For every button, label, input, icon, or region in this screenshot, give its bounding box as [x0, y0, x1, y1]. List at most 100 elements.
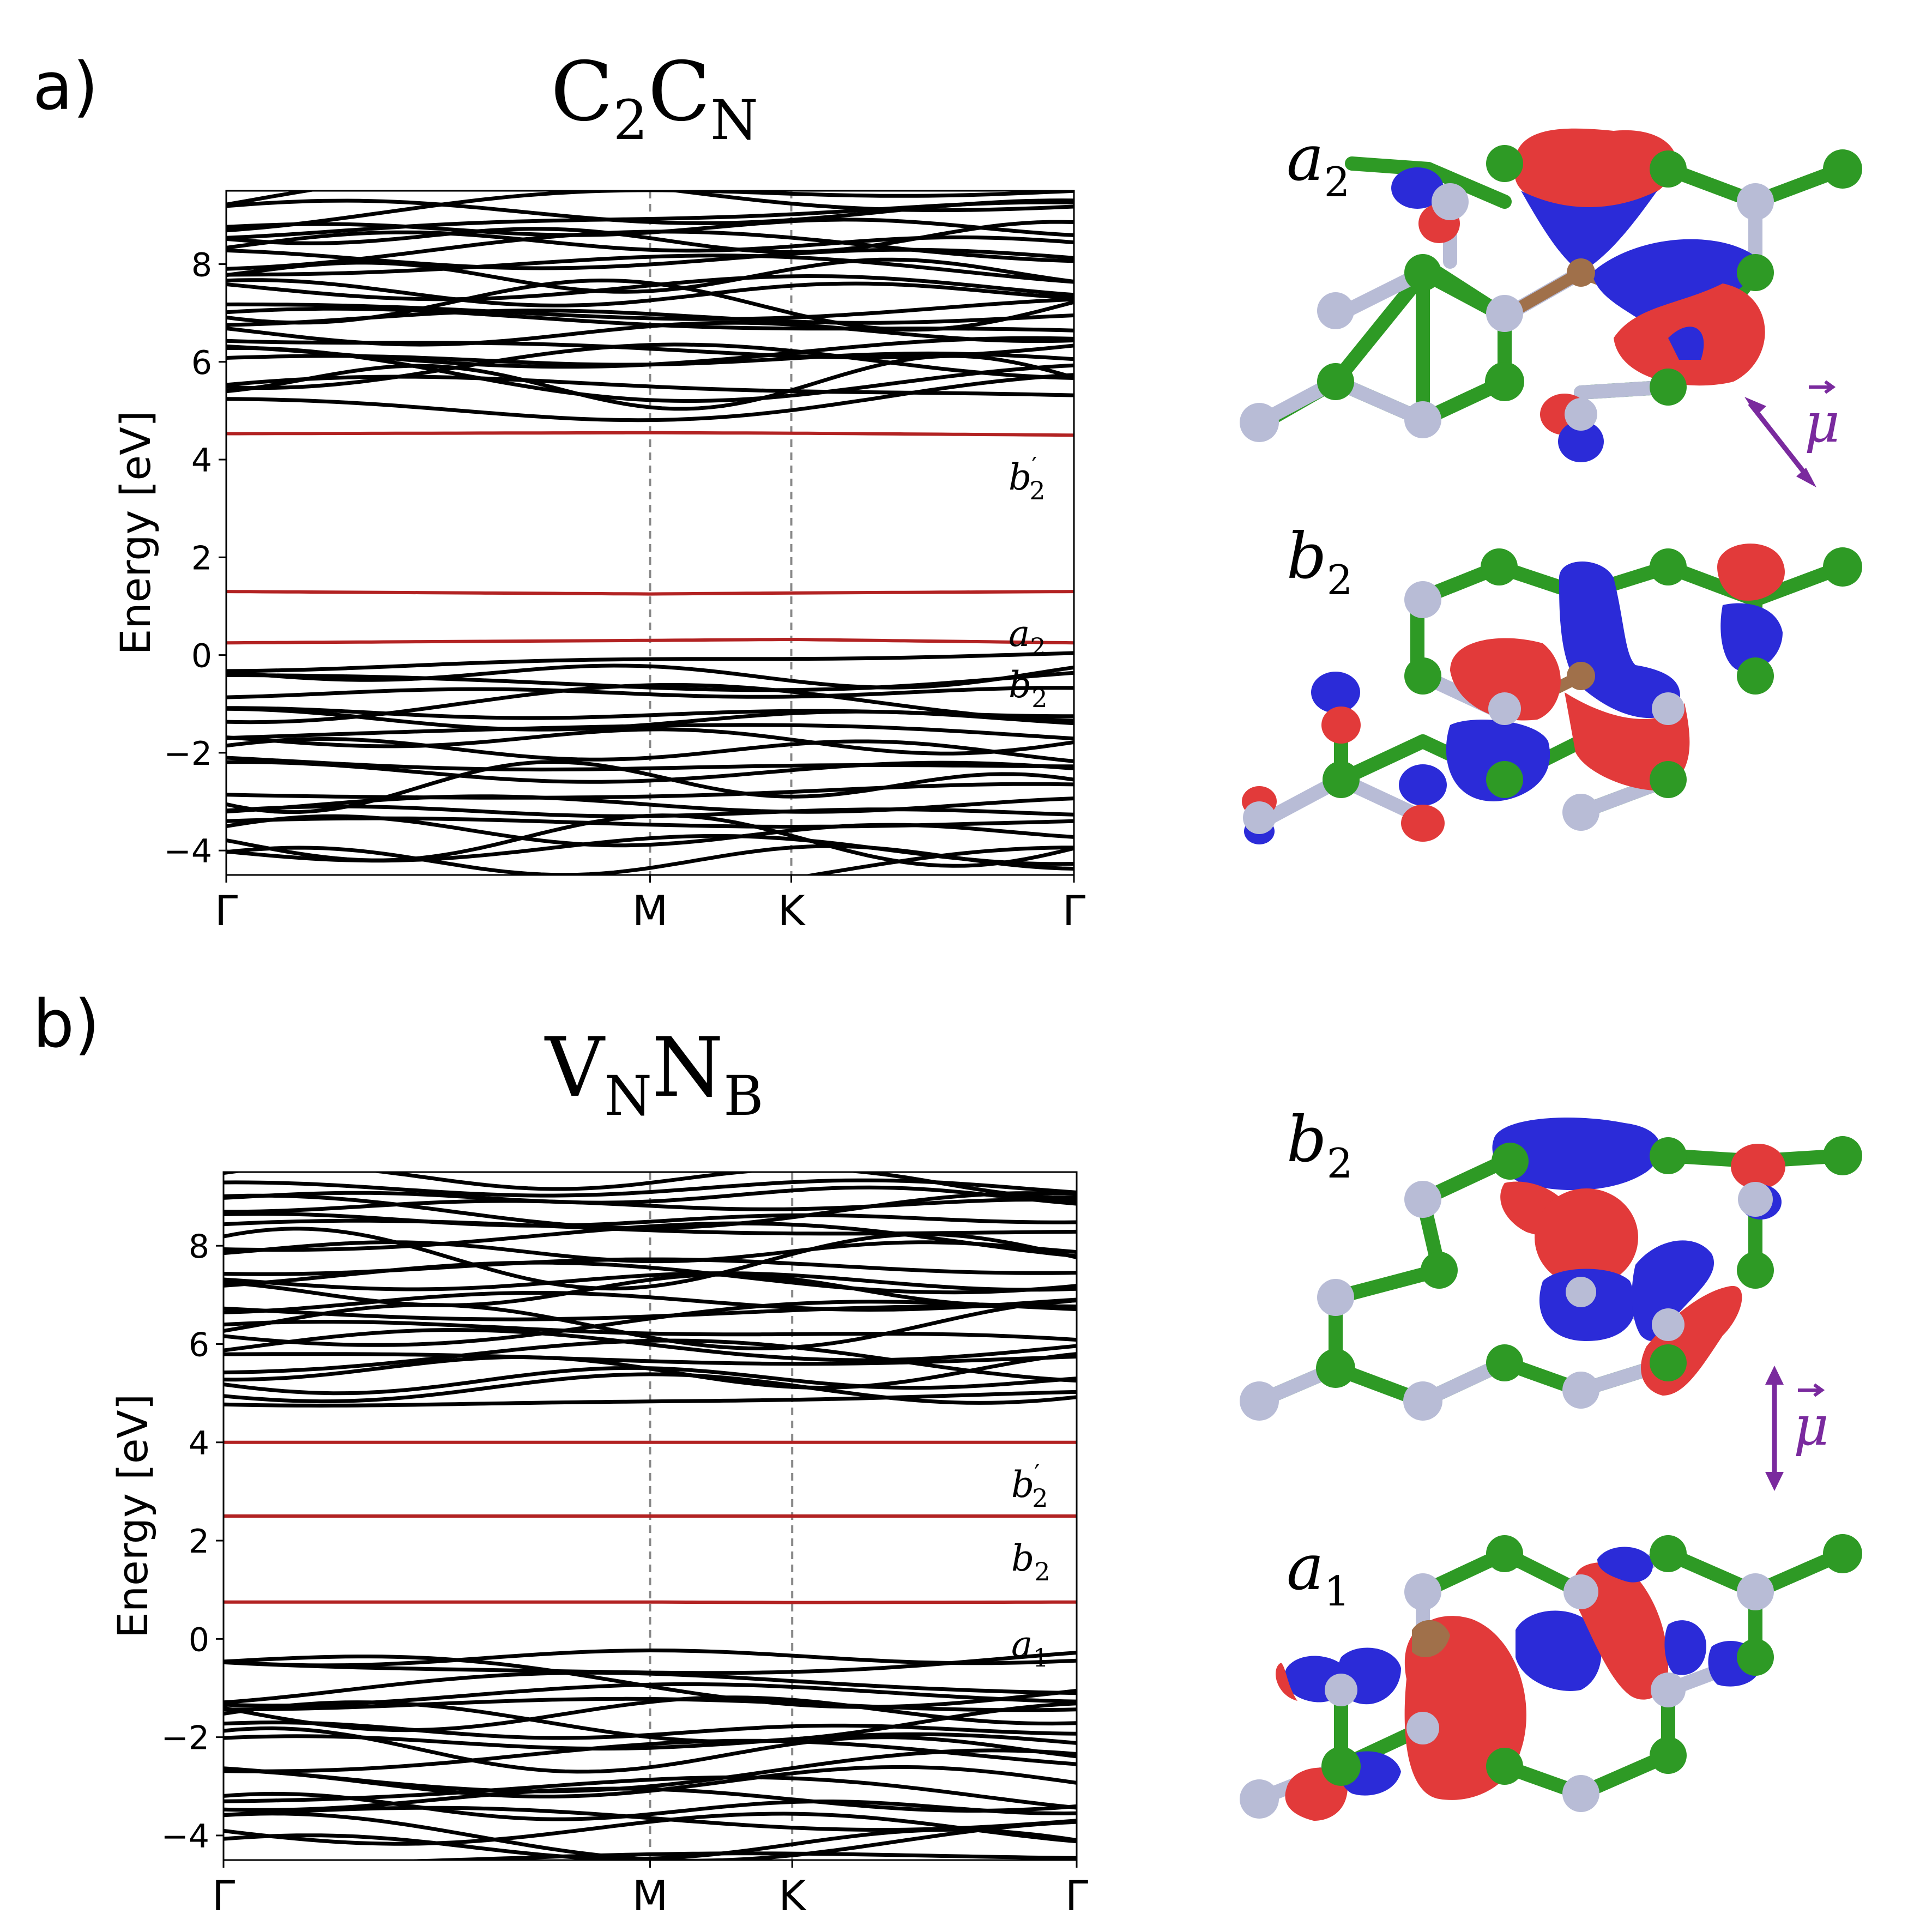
orbital-label-a1: a1	[1287, 1531, 1350, 1615]
orbital-label-b2-b-sub: 2	[1327, 1139, 1353, 1187]
orbital-label-b2-a-base: b	[1287, 520, 1327, 593]
valence-band	[384, 1851, 1077, 1860]
y-tick-label: 8	[189, 1228, 209, 1266]
defect-label-prime: ′	[1034, 1460, 1040, 1488]
dipole-arrow-a	[1744, 397, 1816, 487]
conduction-band	[224, 1327, 1077, 1362]
conduction-band	[224, 1185, 1077, 1206]
y-tick-label: −2	[164, 735, 212, 773]
x-tick-label: Γ	[1065, 1871, 1088, 1920]
defect-label-sub: 2	[1029, 476, 1045, 505]
valence-band	[224, 1732, 1077, 1751]
panel-a-title-main1: C	[551, 45, 613, 140]
conduction-band	[226, 230, 1074, 253]
conduction-band	[224, 1218, 1077, 1236]
valence-band	[224, 1812, 1077, 1846]
panel-b-label: b)	[33, 987, 100, 1062]
conduction-band	[224, 1372, 1077, 1405]
panel-a-title-sub2: N	[710, 88, 758, 152]
valence-band	[224, 1775, 1077, 1810]
x-tick-label: K	[778, 1871, 807, 1920]
conduction-band	[226, 218, 1074, 237]
y-tick-label: 0	[189, 1621, 209, 1659]
conduction-band	[224, 1390, 1077, 1408]
conduction-band	[226, 278, 1074, 307]
panel-b-title-sub1: N	[604, 1064, 652, 1128]
defect-label-sub: 2	[1031, 684, 1047, 713]
valence-band	[224, 1720, 1077, 1740]
defect-level-b2-prime	[226, 431, 1074, 437]
y-tick-label: 2	[189, 1523, 209, 1561]
defect-label-sub: 2	[1032, 1483, 1048, 1513]
x-tick-label: Γ	[212, 1871, 235, 1920]
conduction-band	[226, 373, 1074, 422]
conduction-band	[224, 1304, 1077, 1321]
y-tick-label: 8	[191, 246, 212, 284]
conduction-band	[226, 220, 1074, 254]
orbital-a2-structure	[1240, 128, 1862, 462]
panel-b-title-main2: N	[652, 1021, 723, 1115]
panel-a-title: C2CN	[551, 45, 758, 152]
conduction-band	[224, 1197, 1077, 1214]
conduction-band	[226, 278, 1074, 332]
panel-b-title: VNNB	[544, 1021, 764, 1128]
conduction-band	[226, 297, 1074, 321]
conduction-band	[224, 1338, 1077, 1383]
x-tick-label: Γ	[215, 886, 238, 935]
orbital-label-b2-a-sub: 2	[1327, 556, 1353, 604]
conduction-band	[224, 1299, 1077, 1351]
y-tick-label: −2	[161, 1719, 209, 1758]
orbital-label-b2-b: b2	[1287, 1103, 1353, 1187]
defect-label-b2: b2	[1011, 1537, 1050, 1586]
defect-label-sub: 2	[1030, 632, 1046, 662]
orbital-label-a1-sub: 1	[1324, 1567, 1350, 1615]
conduction-band	[226, 191, 1074, 233]
conduction-band	[224, 1271, 1077, 1292]
valence-band	[226, 671, 1074, 692]
conduction-band	[226, 253, 1074, 284]
dipole-vector-mark-a	[1809, 380, 1836, 394]
conduction-band	[226, 375, 1074, 397]
dipole-symbol-b: μ	[1794, 1394, 1829, 1458]
panel-a-ylabel: Energy [eV]	[111, 410, 160, 655]
y-tick-label: 0	[191, 637, 212, 675]
bands-layer	[224, 1172, 1077, 1860]
y-tick-label: 6	[191, 344, 212, 382]
panel-b-ylabel: Energy [eV]	[108, 1394, 157, 1638]
valence-band	[226, 736, 1074, 763]
valence-band	[224, 1655, 1077, 1709]
conduction-band	[226, 274, 1074, 301]
valence-band	[226, 706, 1074, 720]
conduction-band	[224, 1240, 1077, 1264]
dipole-vector-mark-b	[1798, 1383, 1825, 1397]
conduction-band	[226, 342, 1074, 390]
defect-level-a1	[224, 1600, 1077, 1604]
conduction-band	[226, 257, 1074, 294]
orbital-label-a2-base: a	[1287, 122, 1324, 195]
valence-band	[224, 1696, 1077, 1712]
conduction-band	[226, 198, 1074, 225]
valence-band	[224, 1791, 1077, 1821]
orbital-b2-structure	[1242, 544, 1862, 844]
x-tick-label: K	[778, 886, 806, 935]
defect-label-a2: a2	[1009, 613, 1046, 662]
bands-layer	[226, 191, 1074, 875]
defect-level-b2	[226, 638, 1074, 645]
valence-band	[226, 804, 1074, 818]
panel-a-title-main2: C	[648, 45, 710, 140]
defect-label-sub: 2	[1034, 1557, 1050, 1586]
valence-band	[224, 1738, 1077, 1773]
x-tick-label: M	[632, 1871, 668, 1920]
conduction-band	[224, 1352, 1077, 1366]
valence-band	[226, 756, 1074, 772]
conduction-band	[224, 1172, 1077, 1200]
defect-label-prime: ′	[1031, 452, 1037, 480]
conduction-band	[224, 1272, 1077, 1307]
panel-b-title-sub2: B	[723, 1064, 764, 1128]
valence-band	[226, 663, 1074, 690]
